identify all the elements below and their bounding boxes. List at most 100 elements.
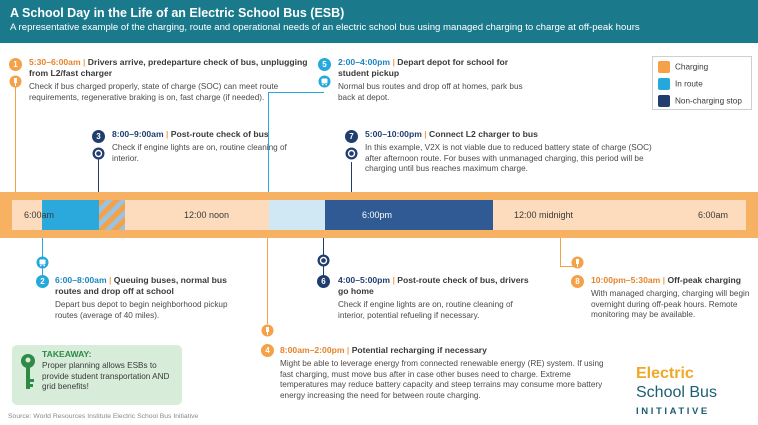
event-7-stem [351,162,352,192]
event-3-time: 8:00–9:00am [112,129,164,139]
event-6: 4:00–5:00pm | Post-route check of bus, d… [338,275,538,321]
event-4-stem [267,238,268,324]
event-4-time: 8:00am–2:00pm [280,345,345,355]
segment-afternoon-route [269,200,325,230]
tick-label-noon: 12:00 noon [184,210,230,220]
event-1-stem [15,80,16,192]
event-1-title-line: 5:30–6:00am | Drivers arrive, predepartu… [29,57,319,79]
event-5-title-line: 2:00–4:00pm | Depart depot for school fo… [338,57,538,79]
event-2-badge: 2 [36,275,49,288]
takeaway-box: TAKEAWAY: Proper planning allows ESBs to… [12,345,182,405]
event-8-title: Off-peak charging [667,275,742,285]
charging-icon [658,60,670,73]
event-2-title: Queuing buses, normal bus routes and dro… [55,275,227,296]
event-2-title-line: 6:00–8:00am | Queuing buses, normal bus … [55,275,245,297]
takeaway-heading: TAKEAWAY: [42,349,92,359]
event-8-time: 10:00pm–5:30am [591,275,661,285]
wrench-icon [345,147,358,160]
event-6-badge: 6 [317,275,330,288]
event-5-connector [268,92,324,93]
wrench-icon [92,147,105,160]
event-7-title-line: 5:00–10:00pm | Connect L2 charger to bus [365,129,655,140]
legend: Charging In route Non-charging stop [652,56,752,110]
segment-predeparture [12,200,42,230]
tick-label-midnight: 12:00 midnight [514,210,574,220]
event-3-title-line: 8:00–9:00am | Post-route check of bus [112,129,312,140]
event-6-title-line: 4:00–5:00pm | Post-route check of bus, d… [338,275,538,297]
event-5-body: Normal bus routes and drop off at homes,… [338,82,523,102]
event-6-sep: | [392,275,395,285]
event-8-sep: | [662,275,666,285]
plug-icon [9,75,22,88]
event-7-time: 5:00–10:00pm [365,129,422,139]
segment-l2-connected [325,200,493,230]
event-5-stem [268,92,269,192]
event-7-body: In this example, V2X is not viable due t… [365,143,652,173]
plug-icon [261,324,274,337]
event-4: 8:00am–2:00pm | Potential recharging if … [280,345,610,401]
event-7-badge: 7 [345,130,358,143]
event-8-body: With managed charging, charging will beg… [591,289,750,319]
legend-item-non-charging: Non-charging stop [658,94,742,107]
legend-item-in-route: In route [658,77,703,90]
event-5-time: 2:00–4:00pm [338,57,391,67]
event-3: 8:00–9:00am | Post-route check of bus Ch… [112,129,312,164]
event-8-badge: 8 [571,275,584,288]
event-1-title: Drivers arrive, predeparture check of bu… [29,57,308,78]
event-3-body: Check if engine lights are on, routine c… [112,143,287,163]
event-1-sep: | [83,57,86,67]
event-2-body: Depart bus depot to begin neighborhood p… [55,300,228,320]
legend-label-charging: Charging [675,62,709,72]
logo-line-3: INITIATIVE [636,406,710,417]
tick-label-6am-end: 6:00am [698,210,729,220]
event-8-title-line: 10:00pm–5:30am | Off-peak charging [591,275,751,286]
takeaway-text: Proper planning allows ESBs to provide s… [42,361,170,391]
event-8-connector [560,266,577,267]
event-5: 2:00–4:00pm | Depart depot for school fo… [338,57,538,103]
tick-label-6am: 6:00am [24,210,55,220]
event-3-title: Post-route check of bus [170,129,269,139]
bus-icon [318,75,331,88]
bus-icon [658,77,670,90]
event-1-badge: 1 [9,58,22,71]
event-2-time: 6:00–8:00am [55,275,107,285]
legend-label-non-charging: Non-charging stop [675,96,742,106]
timeline-inner: 6:00am 12:00 noon 6:00pm 12:00 midnight … [12,200,746,230]
event-8-stem [560,238,561,266]
segment-off-peak-charging [493,200,746,230]
event-3-sep: | [166,129,169,139]
event-7: 5:00–10:00pm | Connect L2 charger to bus… [365,129,655,175]
logo-line-2: School Bus [636,384,717,401]
event-6-title: Post-route check of bus, drivers go home [338,275,529,296]
event-2-sep: | [109,275,112,285]
legend-label-in-route: In route [675,79,703,89]
segment-post-route-check [99,200,125,230]
event-4-badge: 4 [261,344,274,357]
event-6-time: 4:00–5:00pm [338,275,391,285]
event-5-title: Depart depot for school for student pick… [338,57,509,78]
event-2: 6:00–8:00am | Queuing buses, normal bus … [55,275,245,321]
page-subtitle: A representative example of the charging… [10,22,640,33]
event-4-title-line: 8:00am–2:00pm | Potential recharging if … [280,345,610,356]
segment-potential-recharging [125,200,269,230]
plug-icon [571,256,584,269]
event-4-body: Might be able to leverage energy from co… [280,359,604,400]
event-3-stem [98,158,99,192]
event-1: 5:30–6:00am | Drivers arrive, predepartu… [29,57,319,103]
event-3-badge: 3 [92,130,105,143]
event-5-badge: 5 [318,58,331,71]
timeline-bar: 6:00am 12:00 noon 6:00pm 12:00 midnight … [0,192,758,238]
event-7-title: Connect L2 charger to bus [429,129,538,139]
event-4-sep: | [346,345,350,355]
tick-label-6pm: 6:00pm [362,210,393,220]
source-note: Source: World Resources Institute Electr… [8,413,199,420]
wrench-icon [658,94,670,107]
key-icon [19,353,37,398]
page-title: A School Day in the Life of an Electric … [10,6,345,20]
event-6-body: Check if engine lights are on, routine c… [338,300,513,320]
header-banner: A School Day in the Life of an Electric … [0,0,758,43]
event-5-sep: | [392,57,395,67]
bus-icon [36,256,49,269]
logo-line-1: Electric [636,365,694,382]
